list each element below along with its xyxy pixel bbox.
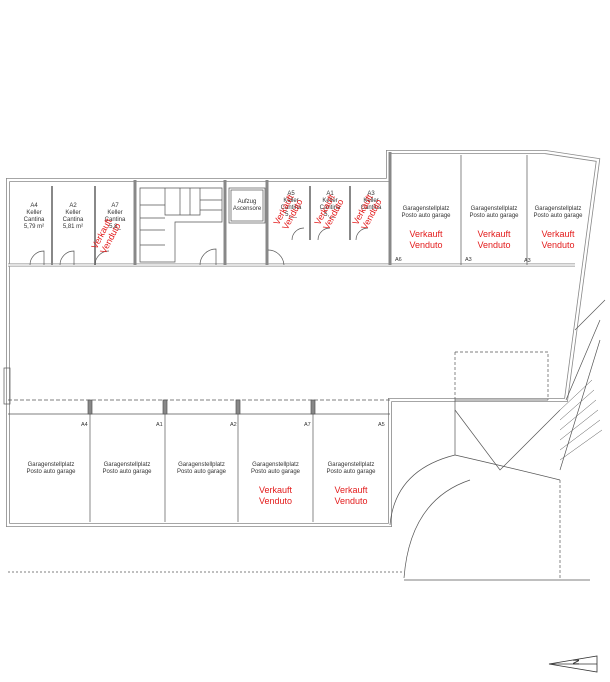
garage-bottom-4-tag: A7 (304, 422, 311, 428)
garage-bottom-5-tag: A5 (378, 422, 385, 428)
garage-top-3-tag: A3 (524, 258, 531, 264)
garage-bottom-1-tag: A4 (81, 422, 88, 428)
garage-bottom-3-tag: A2 (230, 422, 237, 428)
garage-bottom-2-tag: A1 (156, 422, 163, 428)
garage-top-2-tag: A3 (465, 257, 472, 263)
north-label: N (571, 659, 581, 665)
garage-top-1-tag: A6 (395, 257, 402, 263)
north-arrow-icon (548, 655, 598, 673)
